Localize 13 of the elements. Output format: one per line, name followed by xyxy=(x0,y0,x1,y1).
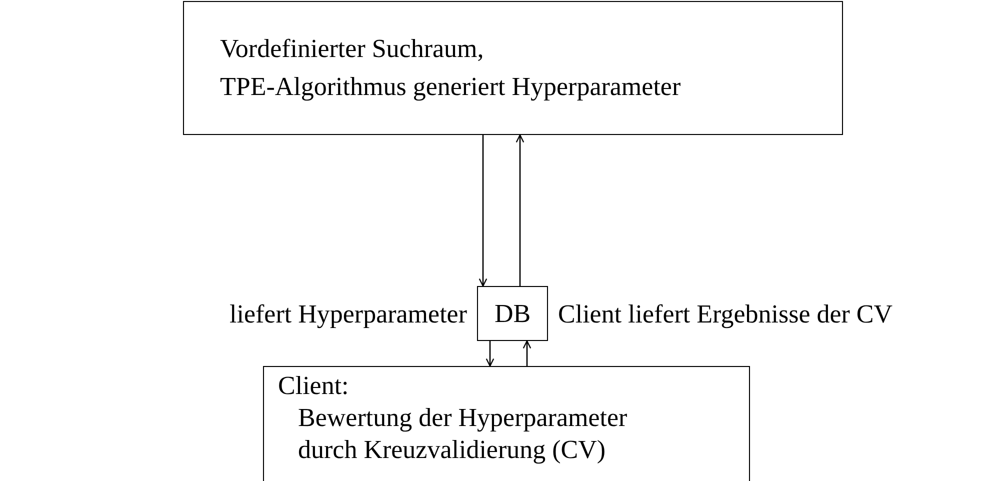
process-box xyxy=(263,366,750,481)
arrow xyxy=(516,134,524,286)
node-text: TPE-Algorithmus generiert Hyperparameter xyxy=(220,72,681,101)
arrow xyxy=(522,340,532,366)
process-box xyxy=(183,1,843,135)
node-text: Client: xyxy=(278,371,349,400)
node-text: DB xyxy=(494,299,531,328)
side-label: liefert Hyperparameter xyxy=(230,298,467,330)
arrow xyxy=(478,135,488,287)
arrow xyxy=(486,341,494,367)
node-text: Bewertung der Hyperparameter durch Kreuzvalidierung (CV) xyxy=(298,403,628,464)
node-text: Vordefinierter Suchraum, xyxy=(220,34,484,63)
side-label: Client liefert Ergebnisse der CV xyxy=(558,298,893,330)
